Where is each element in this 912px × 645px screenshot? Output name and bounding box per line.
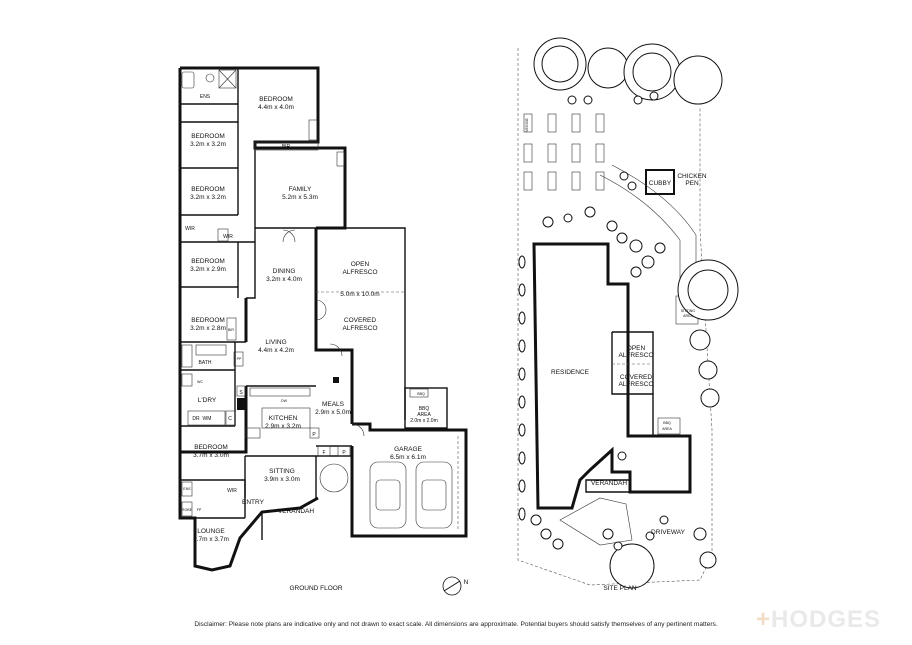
covered-alfresco-name: COVERED <box>344 317 376 324</box>
wir-bottom-label: WIR <box>227 488 237 494</box>
bedroom-main-name: BEDROOM <box>259 96 293 103</box>
veggie-label: VEGGIE <box>525 118 529 132</box>
bbq-area-name: BBQ <box>419 406 430 412</box>
sitting-area-name: SITTING <box>681 309 695 313</box>
living-size: 4.4m x 4.2m <box>258 347 294 354</box>
brand-name: HODGES <box>771 606 882 633</box>
covered-alfresco-name2: ALFRESCO <box>342 325 377 332</box>
robe-label: ROBE <box>182 508 193 512</box>
bbq-area-name2: AREA <box>417 412 431 418</box>
s-label: S <box>239 390 243 396</box>
bedroom-6-name: BEDROOM <box>194 444 228 451</box>
f-label: F <box>322 450 325 456</box>
cubby-label: CUBBY <box>649 180 672 187</box>
bedroom-4-name: BEDROOM <box>191 258 225 265</box>
p-garage-label: P <box>342 450 346 456</box>
p-kitchen-label: P <box>312 432 316 438</box>
open-alfresco-name: OPEN <box>351 261 370 268</box>
driveway-label: DRIVEWAY <box>651 529 686 536</box>
pp-label: PP <box>237 357 242 361</box>
bedroom-5-size: 3.2m x 2.8m <box>190 325 226 332</box>
sitting-size: 3.9m x 3.0m <box>264 476 300 483</box>
chicken-pen-name: CHICKEN <box>677 173 707 180</box>
disclaimer-text: Disclaimer: Please note plans are indica… <box>194 621 718 628</box>
bedroom-5-name: BEDROOM <box>191 317 225 324</box>
ground-floor-plan <box>178 66 468 572</box>
alfresco-dimension: 5.0m x 10.0m <box>340 291 379 298</box>
site-plan: VEGGIE <box>517 37 739 589</box>
site-bbq-area-name: BBQ <box>663 421 671 425</box>
bedroom-6-size: 3.7m x 3.0m <box>193 452 229 459</box>
bbq-area-size: 2.0m x 2.0m <box>410 418 438 424</box>
lounge-size: 3.7m x 3.7m <box>193 536 229 543</box>
bedroom-main-size: 4.4m x 4.0m <box>258 104 294 111</box>
meals-name: MEALS <box>322 401 345 408</box>
shrubs <box>518 91 669 551</box>
bath-label: BATH <box>199 360 212 366</box>
wc-label: WC <box>197 380 203 384</box>
site-open-alfresco-name: OPEN <box>627 345 646 352</box>
brand-logo: +HODGES <box>756 606 881 634</box>
residence-label: RESIDENCE <box>551 369 590 376</box>
meals-size: 2.9m x 5.0m <box>315 409 351 416</box>
dw-label: DW <box>281 399 288 403</box>
ens-label: ENS <box>200 94 211 100</box>
ground-floor-title: GROUND FLOOR <box>289 585 342 592</box>
bedroom-2-name: BEDROOM <box>191 133 225 140</box>
verandah-label: VERANDAH <box>278 508 314 515</box>
kitchen-name: KITCHEN <box>269 415 298 422</box>
family-name: FAMILY <box>289 186 312 193</box>
wir-left-label: WIR <box>185 226 195 232</box>
sitting-name: SITTING <box>269 468 295 475</box>
ground-floor-labels: ENS BEDROOM 4.4m x 4.0m BIR BEDROOM 3.2m… <box>182 94 438 592</box>
bbq-label: BBQ <box>417 392 425 396</box>
site-covered-alfresco-name: COVERED <box>620 374 652 381</box>
brand-plus: + <box>756 606 772 633</box>
ens2-label: ENS <box>183 487 191 491</box>
entry-label: ENTRY <box>242 499 265 506</box>
bedroom-2-size: 3.2m x 3.2m <box>190 141 226 148</box>
site-bbq-area-name2: AREA <box>662 427 672 431</box>
bedroom-4-size: 3.2m x 2.9m <box>190 266 226 273</box>
fp-label: FP <box>197 508 202 512</box>
bedroom-3-size: 3.2m x 3.2m <box>190 194 226 201</box>
bir-label: BIR <box>282 144 291 150</box>
living-name: LIVING <box>265 339 286 346</box>
site-plan-labels: RESIDENCE OPEN ALFRESCO COVERED ALFRESCO… <box>551 173 707 592</box>
site-plan-title: SITE PLAN <box>603 585 637 592</box>
dr-label: DR <box>192 416 200 422</box>
garage-name: GARAGE <box>394 446 422 453</box>
veggie-beds: VEGGIE <box>523 113 605 191</box>
sitting-area-name2: AREA <box>683 314 693 318</box>
compass-icon: N <box>442 576 469 596</box>
garage-size: 6.5m x 6.1m <box>390 454 426 461</box>
wir-right-label: WIR <box>223 234 233 240</box>
chicken-pen-name2: PEN <box>685 180 699 187</box>
dining-name: DINING <box>273 268 296 275</box>
site-verandah-label: VERANDAH <box>591 480 627 487</box>
bir-small-label: BIR <box>228 328 234 332</box>
dining-size: 3.2m x 4.0m <box>266 276 302 283</box>
family-size: 5.2m x 5.3m <box>282 194 318 201</box>
compass-north-label: N <box>464 579 469 586</box>
trees <box>533 37 739 589</box>
site-covered-alfresco-name2: ALFRESCO <box>618 381 653 388</box>
lounge-name: LOUNGE <box>197 528 225 535</box>
site-open-alfresco-name2: ALFRESCO <box>618 352 653 359</box>
kitchen-size: 2.9m x 3.2m <box>265 423 301 430</box>
laundry-label: L'DRY <box>198 397 217 404</box>
bedroom-3-name: BEDROOM <box>191 186 225 193</box>
c-label: C <box>228 416 232 422</box>
wm-label: WM <box>203 416 212 422</box>
open-alfresco-name2: ALFRESCO <box>342 269 377 276</box>
